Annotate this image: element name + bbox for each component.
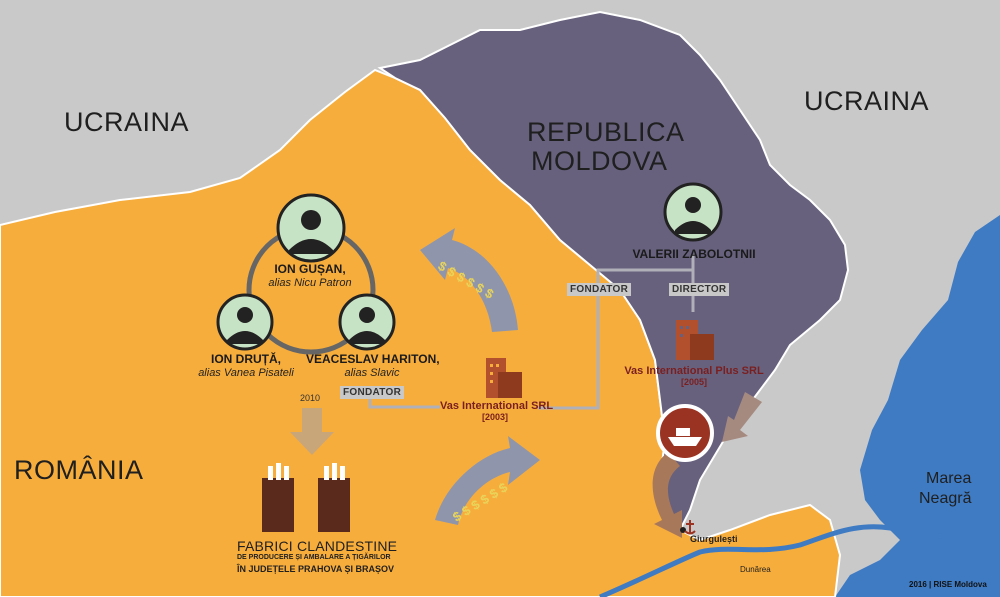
- moldova-label-line1: REPUBLICA: [527, 117, 685, 147]
- river-label: Dunărea: [740, 565, 771, 574]
- export-arrow-small: [722, 392, 762, 442]
- avatar-ion-druta: [216, 293, 274, 351]
- factories-title: FABRICI CLANDESTINE: [237, 538, 398, 554]
- company-year-vas-international-plus: [2005]: [680, 377, 707, 387]
- sea-label-line2: Neagră: [919, 490, 972, 507]
- money-arrow-bottom: [435, 436, 540, 525]
- person-alias-hariton: alias Slavic: [344, 367, 400, 379]
- avatar-valerii-zabolotnii: [663, 182, 723, 242]
- anchor-icon: [680, 520, 696, 535]
- building-vas-international: [486, 358, 522, 398]
- fondator-tag-ro: FONDATOR: [340, 386, 405, 399]
- factories-location: ÎN JUDEȚELE PRAHOVA ȘI BRAȘOV: [237, 564, 395, 574]
- company-vas-international-plus: Vas International Plus SRL [2005]: [616, 365, 772, 387]
- avatar-veaceslav-hariton: [338, 293, 396, 351]
- danube-river: [599, 524, 1000, 597]
- credit-label: 2016 | RISE Moldova: [909, 580, 987, 589]
- company-name-vas-international: Vas International SRL: [440, 400, 554, 412]
- person-alias-gusan: alias Nicu Patron: [268, 277, 352, 289]
- export-arrow-curve: [652, 452, 682, 538]
- person-alias-druta: alias Vanea Pisateli: [198, 367, 294, 379]
- fondator-connector-ro: [368, 398, 440, 409]
- sea-label-line1: Marea: [926, 470, 972, 487]
- person-name-gusan: ION GUȘAN,: [274, 262, 346, 276]
- company-year-vas-international: [2003]: [481, 412, 508, 422]
- person-name-zabolotnii: VALERII ZABOLOTNII: [632, 247, 756, 261]
- person-name-druta: ION DRUȚĂ,: [211, 352, 281, 366]
- money-arrow-top: [420, 228, 518, 332]
- avatar-ion-gusan: [276, 193, 346, 263]
- building-vas-international-plus: [676, 320, 714, 360]
- year-label: 2010: [300, 393, 321, 403]
- black-sea: [835, 215, 1000, 597]
- port-label: Giurgulești: [690, 534, 738, 544]
- director-tag: DIRECTOR: [669, 283, 730, 296]
- romania-label: ROMÂNIA: [14, 455, 144, 485]
- moldova-label-line2: MOLDOVA: [531, 146, 668, 176]
- fondator-tag-md: FONDATOR: [567, 283, 632, 296]
- ucraina-left-label: UCRAINA: [64, 107, 190, 137]
- fondator-connector-md: [538, 254, 695, 410]
- cigarette-pack-icon: [262, 463, 350, 532]
- company-name-vas-international-plus: Vas International Plus SRL: [624, 365, 764, 377]
- person-name-hariton: VEACESLAV HARITON,: [306, 352, 440, 366]
- ucraina-right-label: UCRAINA: [804, 86, 930, 116]
- ship-icon: [656, 404, 714, 462]
- factories-subtitle: DE PRODUCERE ȘI AMBALARE A ȚIGĂRILOR: [237, 554, 391, 561]
- company-vas-international: Vas International SRL [2003]: [440, 400, 554, 422]
- year-arrow: [290, 408, 334, 455]
